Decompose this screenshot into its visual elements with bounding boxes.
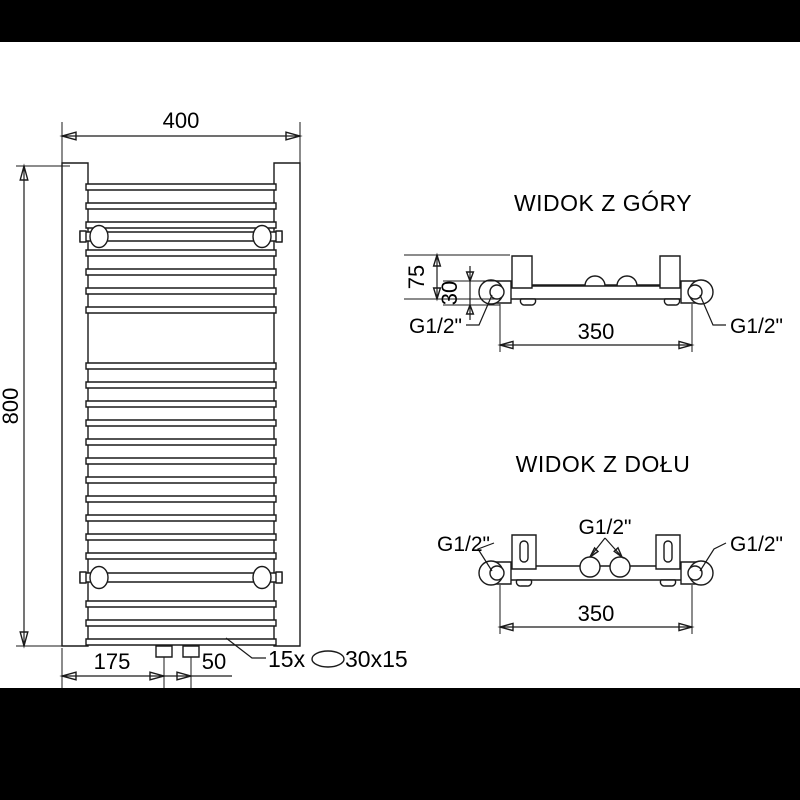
bottom-view-valve-left [479,561,511,585]
dimension-label-width: 400 [163,108,200,133]
note-tube-section: 15x 30x15 [225,637,408,672]
top-view-wall-bracket [512,256,532,288]
bottom-view-title: WIDOK Z DOŁU [516,451,691,477]
top-view-valve-right [681,280,713,304]
top-view-foot-tab [664,299,679,305]
bottom-view-wall-bracket [656,535,680,569]
front-rung [86,307,276,313]
dimension-depth-75: 75 [404,255,510,299]
callout-thread-left-bottom: G1/2" [437,533,495,572]
bottom-view-foot-tab [660,580,675,586]
thread-label-left-bottom: G1/2" [437,533,490,556]
letterbox-band-top [0,0,800,42]
thread-label-right-top: G1/2" [730,315,783,338]
hanger-bracket-oval [90,226,108,248]
dimension-label-center-distance-top: 350 [578,319,615,344]
front-rung [86,496,276,502]
thread-label-center-bottom: G1/2" [579,516,632,539]
top-view-valve-left [479,280,511,304]
callout-thread-right-bottom: G1/2" [699,533,783,572]
front-rung [86,382,276,388]
top-view: WIDOK Z GÓRY [404,190,783,352]
front-rung [86,250,276,256]
note-tube-size: 30x15 [345,646,408,672]
front-rung [86,363,276,369]
top-view-wall-bracket [660,256,680,288]
callout-thread-center-bottom: G1/2" [579,516,632,557]
hanger-bracket-oval [253,567,271,589]
letterbox-band-bottom [0,688,800,800]
callout-thread-right-top: G1/2" [699,294,783,338]
bottom-view-valve-right [681,561,713,585]
front-hanger-bar-lower [80,567,282,589]
front-rung [86,601,276,607]
dimension-center-350-bottom: 350 [500,585,692,634]
dimension-height-800: 800 [0,166,70,646]
front-rung [86,401,276,407]
front-hanger-bar-upper [80,226,282,248]
front-rung [86,203,276,209]
thread-label-left-top: G1/2" [409,315,462,338]
bracket-slot [664,541,672,562]
outlet-circle [610,557,630,577]
front-rung [86,620,276,626]
front-rung [86,184,276,190]
outlet-circle [580,557,600,577]
front-rung [86,553,276,559]
dimension-label-offset: 175 [94,649,131,674]
dimension-bottom-group: 175 50 [62,648,232,690]
top-view-title: WIDOK Z GÓRY [514,190,692,216]
front-right-manifold [274,163,300,646]
front-rung [86,477,276,483]
front-rungs-group [86,184,276,645]
bottom-view-wall-bracket [512,535,536,569]
bottom-view-foot-tab [516,580,531,586]
bottom-connector-stub [183,646,199,657]
dimension-width-400: 400 [62,108,300,172]
dimension-label-height: 800 [0,388,23,425]
hanger-bracket-oval [253,226,271,248]
bottom-connector-stub [156,646,172,657]
front-rung [86,534,276,540]
bottom-view-center-outlets [580,557,630,577]
front-view: 400 800 175 [0,108,408,690]
front-rung [86,420,276,426]
front-rung [86,458,276,464]
front-rung [86,288,276,294]
oval-section-icon [312,651,344,667]
front-left-manifold [62,163,88,646]
top-view-foot-tab [520,299,535,305]
hanger-bracket-oval [90,567,108,589]
dimension-center-350-top: 350 [500,304,692,352]
front-bottom-connectors [156,646,199,657]
note-tube-count: 15x [268,646,306,672]
dimension-label-center-distance-bottom: 350 [578,601,615,626]
dimension-inner-depth-30: 30 [437,266,500,320]
front-rung [86,222,276,228]
callout-thread-left-top: G1/2" [409,294,493,338]
front-rung [86,515,276,521]
dimension-label-spacing: 50 [202,649,226,674]
front-rung [86,639,276,645]
front-rung [86,269,276,275]
dimension-label-depth: 75 [404,265,429,289]
bottom-view: WIDOK Z DOŁU [437,451,783,634]
dimension-label-inner-depth: 30 [437,281,462,305]
bracket-slot [520,541,528,562]
front-rung [86,439,276,445]
thread-label-right-bottom: G1/2" [730,533,783,556]
